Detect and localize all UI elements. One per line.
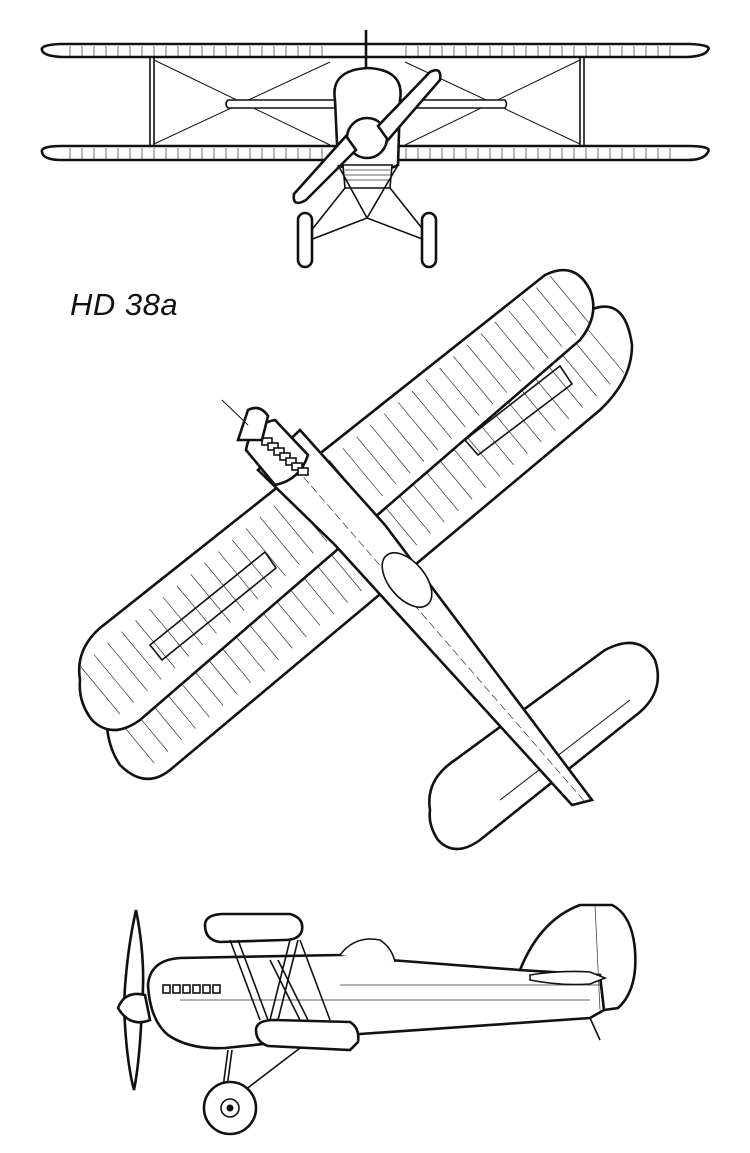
rib-line <box>162 597 204 646</box>
rib-line <box>231 539 273 588</box>
rib-line <box>453 356 494 405</box>
front-landing-gear <box>296 164 438 269</box>
rib-line <box>135 620 176 669</box>
model-label: HD 38a <box>70 287 179 322</box>
plan-engine <box>221 399 310 487</box>
rib-line <box>370 425 411 474</box>
rib-line <box>466 344 508 393</box>
rib-line <box>190 574 231 623</box>
cylinder <box>273 447 285 456</box>
rib-line <box>93 654 134 703</box>
rib-line <box>411 390 452 439</box>
side-exhaust-ports <box>162 984 221 994</box>
side-tail <box>518 903 637 1041</box>
cylinder <box>285 457 297 466</box>
exhaust-port <box>182 984 191 994</box>
exhaust-port <box>212 984 221 994</box>
rib-line <box>176 585 217 634</box>
rib-line <box>218 551 259 600</box>
exhaust-port <box>202 984 211 994</box>
rib-line <box>397 402 439 451</box>
rib-line <box>585 326 625 374</box>
rib-line <box>544 361 583 408</box>
rib-line <box>204 562 245 611</box>
rib-line <box>439 367 480 416</box>
cylinder <box>279 452 291 461</box>
rib-line <box>549 275 591 325</box>
front-upper-wing <box>40 42 710 59</box>
rib-line <box>502 395 542 443</box>
side-landing-gear <box>202 1047 301 1136</box>
rib-line <box>494 321 535 370</box>
rib-line <box>508 310 549 359</box>
plan-ailerons <box>148 364 574 662</box>
rib-line <box>356 436 397 485</box>
cylinder <box>261 437 273 446</box>
exhaust-port <box>192 984 201 994</box>
rib-line <box>384 413 425 462</box>
side-lower-wing <box>254 1018 360 1052</box>
rib-line <box>530 372 570 420</box>
side-struts <box>229 939 331 1021</box>
rib-line <box>516 384 556 431</box>
rib-line <box>557 349 597 397</box>
rib-line <box>107 642 148 692</box>
plan-fuselage <box>256 428 595 807</box>
rib-line <box>488 406 528 454</box>
cylinder <box>297 467 309 476</box>
rib-line <box>480 333 521 382</box>
exhaust-port <box>162 984 171 994</box>
rib-line <box>342 447 383 497</box>
side-upper-wing <box>203 912 304 944</box>
rib-line <box>273 505 314 554</box>
cylinder <box>291 462 303 471</box>
front-propeller <box>292 68 442 205</box>
rib-line <box>79 665 121 715</box>
side-propeller <box>116 909 152 1091</box>
rib-line <box>149 608 190 657</box>
rib-line <box>121 631 162 680</box>
rib-line <box>522 298 563 348</box>
cylinder <box>267 442 279 451</box>
exhaust-port <box>172 984 181 994</box>
rib-line <box>425 379 466 428</box>
rib-line <box>259 516 300 565</box>
rib-line <box>536 287 577 336</box>
rib-line <box>571 338 611 385</box>
